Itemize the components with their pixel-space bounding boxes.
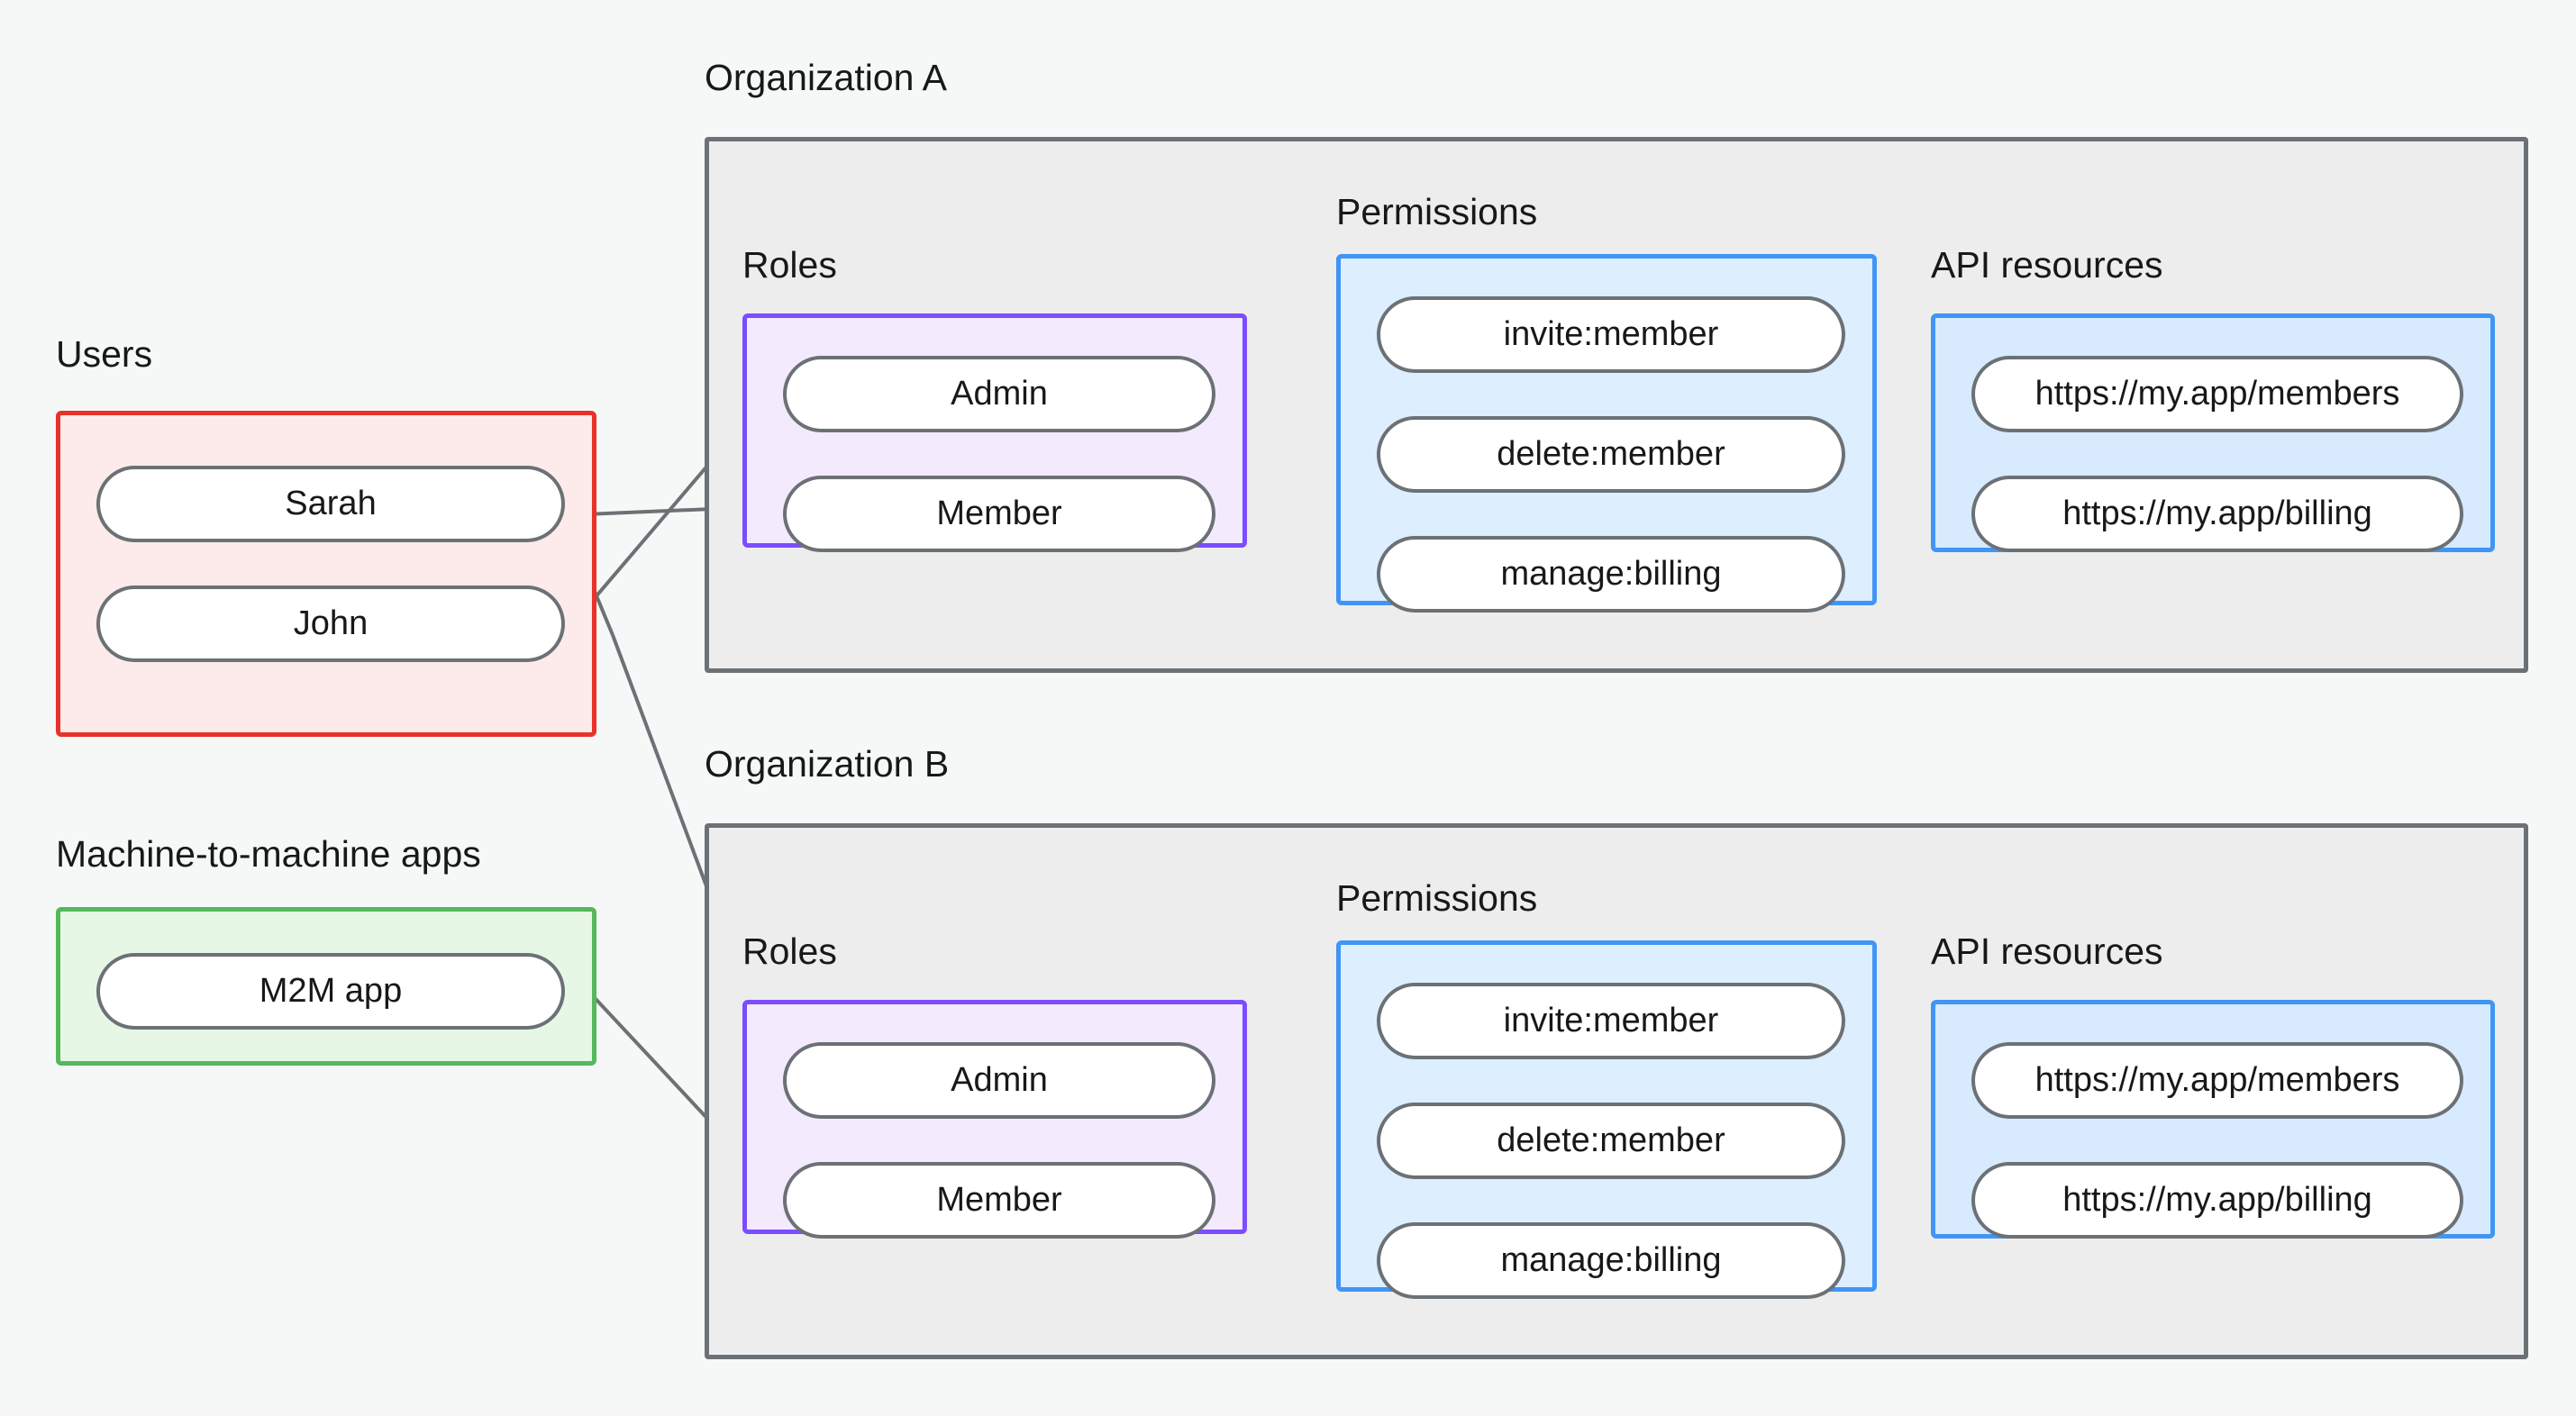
orga-api-resources-group: https://my.app/members https://my.app/bi… bbox=[1931, 313, 2495, 552]
organization-a-box: Roles Admin Member Permissions invite:me… bbox=[705, 137, 2528, 673]
user-node-sarah[interactable]: Sarah bbox=[96, 466, 565, 542]
m2m-group-title: Machine-to-machine apps bbox=[56, 833, 481, 875]
orgb-roles-group: Admin Member bbox=[742, 1000, 1247, 1239]
orgb-api-resources-title: API resources bbox=[1931, 930, 2163, 972]
orgb-permission-invite-member[interactable]: invite:member bbox=[1377, 983, 1845, 1059]
orgb-api-resource-billing[interactable]: https://my.app/billing bbox=[1971, 1162, 2463, 1239]
orga-permission-delete-member[interactable]: delete:member bbox=[1377, 416, 1845, 493]
orga-permission-manage-billing[interactable]: manage:billing bbox=[1377, 536, 1845, 613]
orga-role-admin[interactable]: Admin bbox=[783, 356, 1215, 432]
orgb-permissions-group: invite:member delete:member manage:billi… bbox=[1336, 940, 1877, 1299]
orgb-role-admin[interactable]: Admin bbox=[783, 1042, 1215, 1119]
orgb-role-member[interactable]: Member bbox=[783, 1162, 1215, 1239]
organization-b-box: Roles Admin Member Permissions invite:me… bbox=[705, 823, 2528, 1359]
users-group-title: Users bbox=[56, 333, 153, 375]
orga-api-resource-billing[interactable]: https://my.app/billing bbox=[1971, 476, 2463, 552]
m2m-group: M2M app bbox=[56, 907, 596, 1066]
orga-role-member[interactable]: Member bbox=[783, 476, 1215, 552]
user-node-john[interactable]: John bbox=[96, 585, 565, 662]
organization-b-title: Organization B bbox=[705, 743, 950, 785]
users-group: Sarah John bbox=[56, 411, 596, 737]
orgb-api-resources-group: https://my.app/members https://my.app/bi… bbox=[1931, 1000, 2495, 1239]
orgb-permission-manage-billing[interactable]: manage:billing bbox=[1377, 1222, 1845, 1299]
orga-api-resources-title: API resources bbox=[1931, 244, 2163, 286]
orgb-api-resource-members[interactable]: https://my.app/members bbox=[1971, 1042, 2463, 1119]
orgb-roles-title: Roles bbox=[742, 930, 837, 972]
orgb-permissions-title: Permissions bbox=[1336, 877, 1538, 919]
orga-permissions-title: Permissions bbox=[1336, 191, 1538, 232]
orga-roles-group: Admin Member bbox=[742, 313, 1247, 552]
orga-permissions-group: invite:member delete:member manage:billi… bbox=[1336, 254, 1877, 613]
orga-permission-invite-member[interactable]: invite:member bbox=[1377, 296, 1845, 373]
m2m-node-app[interactable]: M2M app bbox=[96, 953, 565, 1030]
organization-a-title: Organization A bbox=[705, 57, 947, 98]
orgb-permission-delete-member[interactable]: delete:member bbox=[1377, 1103, 1845, 1179]
orga-api-resource-members[interactable]: https://my.app/members bbox=[1971, 356, 2463, 432]
orga-roles-title: Roles bbox=[742, 244, 837, 286]
